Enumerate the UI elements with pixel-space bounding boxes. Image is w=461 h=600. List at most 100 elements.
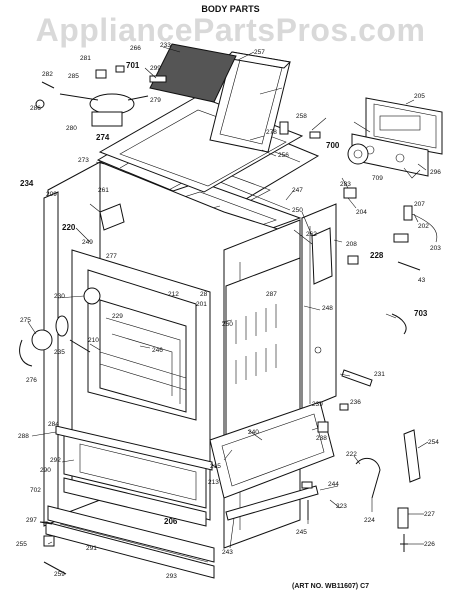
label-234: 234 <box>20 179 34 188</box>
bottom-hardware <box>39 403 349 575</box>
label-210: 210 <box>88 337 99 344</box>
label-240: 240 <box>248 429 259 436</box>
label-700: 700 <box>326 141 340 150</box>
label-282: 282 <box>42 71 53 78</box>
label-28: 28 <box>200 291 208 298</box>
label-204: 204 <box>356 209 367 216</box>
label-226: 226 <box>424 541 435 548</box>
label-246: 246 <box>152 347 163 354</box>
flue-cover <box>209 51 292 153</box>
label-238: 238 <box>316 435 327 442</box>
label-287: 287 <box>266 291 277 298</box>
label-273: 273 <box>78 157 89 164</box>
drawer-handle <box>225 485 319 521</box>
label-276: 276 <box>26 377 37 384</box>
label-259: 259 <box>54 571 65 578</box>
label-244: 244 <box>328 481 339 488</box>
label-245: 245 <box>296 529 307 536</box>
label-229: 229 <box>112 313 123 320</box>
label-701: 701 <box>126 61 140 70</box>
label-222: 222 <box>346 451 357 458</box>
label-202: 202 <box>418 223 429 230</box>
bracket-262 <box>311 227 333 285</box>
label-201: 201 <box>196 301 207 308</box>
label-220: 220 <box>62 223 76 232</box>
label-203: 203 <box>430 245 441 252</box>
label-266: 266 <box>130 45 141 52</box>
label-233: 233 <box>160 42 171 49</box>
label-299: 299 <box>150 65 161 72</box>
broiler-drawer <box>209 401 335 499</box>
label-258: 258 <box>296 113 307 120</box>
part-number-labels: 233 257 266 281 701 282 285 299 279 286 … <box>16 42 441 580</box>
label-281: 281 <box>80 55 91 62</box>
label-256: 256 <box>278 152 289 159</box>
label-274: 274 <box>96 133 110 142</box>
label-279: 279 <box>150 97 161 104</box>
kick-panel <box>45 505 215 579</box>
diagram-title: BODY PARTS <box>201 4 260 14</box>
left-components <box>19 287 101 367</box>
label-247: 247 <box>292 187 303 194</box>
label-243: 243 <box>222 549 233 556</box>
label-208: 208 <box>346 241 357 248</box>
small-hardware-top <box>35 75 321 139</box>
insulation-pad <box>149 43 237 103</box>
label-213: 213 <box>208 479 219 486</box>
burner-assembly <box>59 65 149 127</box>
label-296: 296 <box>430 169 441 176</box>
label-284: 284 <box>48 421 59 428</box>
label-275: 275 <box>20 317 31 324</box>
bracket-261 <box>99 203 125 231</box>
label-255: 255 <box>16 541 27 548</box>
label-223: 223 <box>336 503 347 510</box>
leader-lines <box>27 46 429 549</box>
label-280: 280 <box>66 125 77 132</box>
label-206: 206 <box>164 517 178 526</box>
label-215: 215 <box>210 463 221 470</box>
label-207: 207 <box>414 201 425 208</box>
label-709: 709 <box>372 175 383 182</box>
label-249: 249 <box>82 239 93 246</box>
label-254: 254 <box>428 439 439 446</box>
oven-door <box>55 425 213 527</box>
label-231: 231 <box>374 371 385 378</box>
label-297: 297 <box>26 517 37 524</box>
clip-709 <box>347 143 369 165</box>
label-228: 228 <box>370 251 384 260</box>
label-260: 260 <box>222 321 233 328</box>
label-239: 239 <box>312 401 323 408</box>
label-262: 262 <box>306 231 317 238</box>
label-278: 278 <box>266 129 277 136</box>
label-257: 257 <box>254 49 265 56</box>
label-286: 286 <box>30 105 41 112</box>
label-702: 702 <box>30 487 41 494</box>
label-236: 236 <box>350 399 361 406</box>
label-250: 250 <box>292 207 303 214</box>
label-283: 283 <box>340 181 351 188</box>
label-292: 292 <box>50 457 61 464</box>
label-230: 230 <box>54 293 65 300</box>
label-261: 261 <box>98 187 109 194</box>
label-277: 277 <box>106 253 117 260</box>
label-205: 205 <box>414 93 425 100</box>
label-288: 288 <box>18 433 29 440</box>
control-panel <box>365 97 443 155</box>
label-235: 235 <box>54 349 65 356</box>
label-248: 248 <box>322 305 333 312</box>
art-number: (ART NO. WB11607) C7 <box>292 583 370 590</box>
label-293: 293 <box>166 573 177 580</box>
label-43: 43 <box>418 277 426 284</box>
label-227: 227 <box>424 511 435 518</box>
label-209: 209 <box>46 191 57 198</box>
door-hinges <box>355 429 421 552</box>
left-side-panel <box>43 191 59 527</box>
label-703: 703 <box>414 309 428 318</box>
label-224: 224 <box>364 517 375 524</box>
wiring-parts <box>341 187 438 387</box>
label-285: 285 <box>68 73 79 80</box>
watermark: AppliancePartsPros.com <box>35 12 426 48</box>
label-212: 212 <box>168 291 179 298</box>
